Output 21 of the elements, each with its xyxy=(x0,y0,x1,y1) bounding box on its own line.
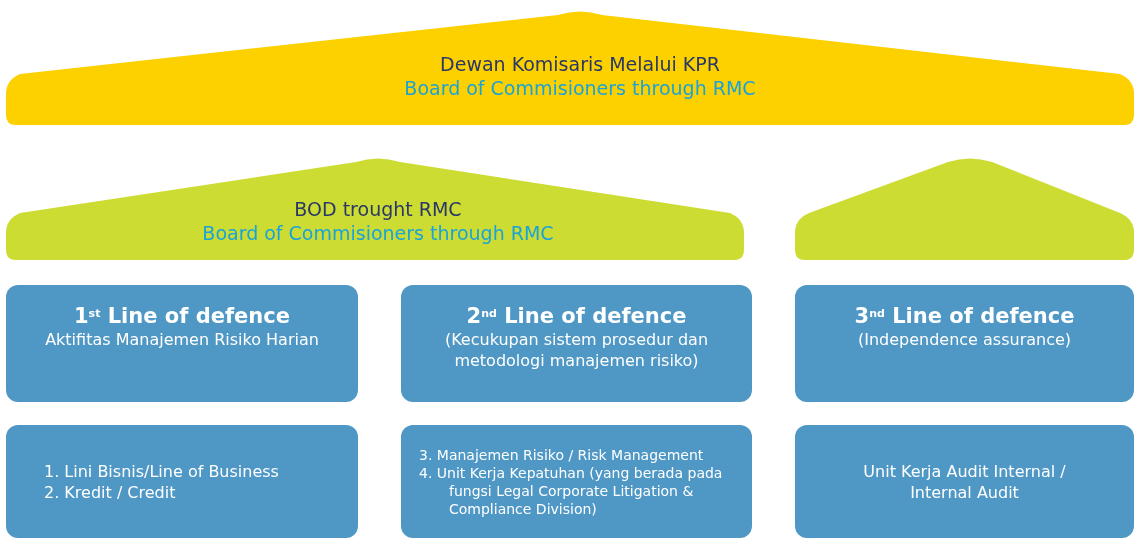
defence-box xyxy=(795,285,1134,402)
box-heading: 1$^{st}$ Line of defence xyxy=(73,303,291,329)
defence-box xyxy=(6,425,358,538)
defence-box xyxy=(6,285,358,402)
roof-subtitle: Board of Commisioners through RMC xyxy=(201,221,555,245)
box-text: Unit Kerja Audit Internal / Internal Audit xyxy=(862,460,1067,503)
box-subtitle: (Independence assurance) xyxy=(856,329,1073,350)
list-item: 3. Manajemen Risiko / Risk Management xyxy=(419,445,705,464)
defence-box xyxy=(401,285,752,402)
list-item: 1. Lini Bisnis/Line of Business xyxy=(44,460,280,482)
roof-subtitle: Board of Commisioners through RMC xyxy=(403,76,757,100)
box-subtitle: Aktifitas Manajemen Risiko Harian xyxy=(44,329,320,350)
list-item: 2. Kredit / Credit xyxy=(44,481,177,503)
defence-box xyxy=(795,425,1134,538)
defence-box xyxy=(401,425,752,538)
roof-heading: Dewan Komisaris Melalui KPR xyxy=(439,52,721,76)
list-item: 4. Unit Kerja Kepatuhan (yang berada pada fungsi Legal Corporate Litigation & Compliance Division) xyxy=(419,463,724,518)
box-heading: 2$^{nd}$ Line of defence xyxy=(465,303,688,329)
roof-heading: BOD trought RMC xyxy=(293,197,463,221)
box-heading: 3$^{nd}$ Line of defence xyxy=(853,303,1076,329)
box-subtitle: (Kecukupan sistem prosedur dan metodologi manajemen risiko) xyxy=(443,329,710,371)
